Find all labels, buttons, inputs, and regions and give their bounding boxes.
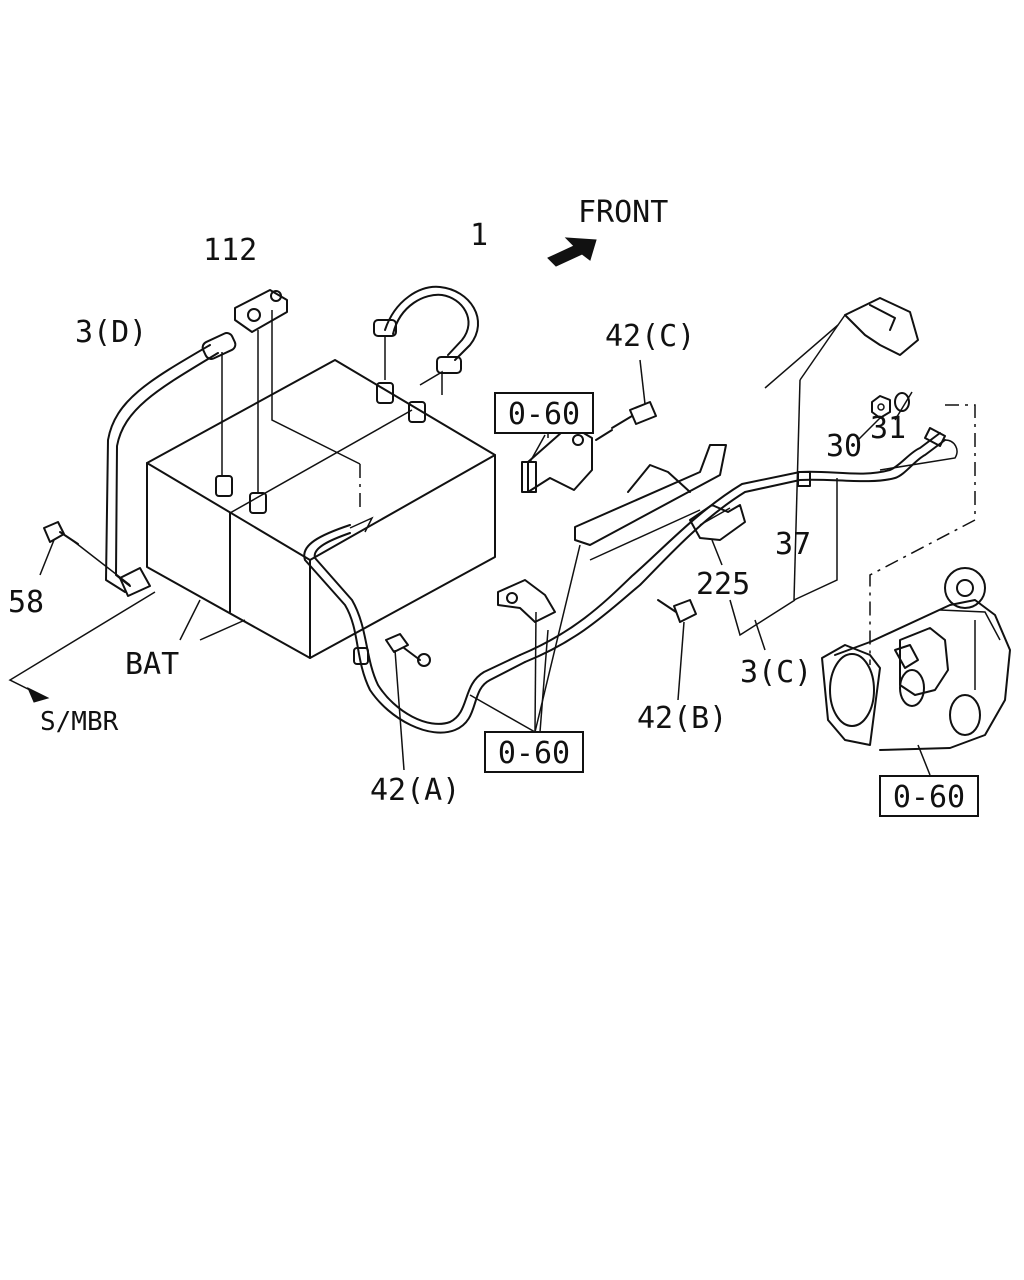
part-31-washer (894, 391, 913, 421)
battery-post (249, 492, 267, 514)
cable-clip (497, 579, 556, 623)
part-30-nut (857, 395, 891, 441)
label-smbr: S/MBR (40, 707, 119, 737)
battery-assembly (146, 359, 496, 659)
ref-box-right[interactable]: 0-60 (879, 775, 979, 817)
part-3d-cable (105, 332, 237, 597)
ref-box-top-text: 0-60 (508, 397, 580, 432)
ref-box-center-text: 0-60 (498, 736, 570, 771)
part-1-jumper-cable (373, 285, 480, 395)
starter-motor (821, 567, 1011, 776)
part-42a-bolt (385, 633, 431, 771)
battery-post (215, 475, 233, 497)
label-part-112: 112 (203, 233, 257, 268)
part-58-bolt (39, 521, 131, 586)
label-part-3d: 3(D) (75, 315, 147, 350)
label-part-1: 1 (470, 218, 488, 253)
label-part-37: 37 (775, 527, 811, 562)
label-part-58: 58 (8, 585, 44, 620)
part-225-connector (689, 504, 746, 566)
part-42b-bolt (657, 599, 697, 701)
part-112-terminal-clamp (234, 289, 361, 492)
label-bat: BAT (125, 647, 179, 682)
part-37-terminal-cover (764, 297, 919, 601)
part-42c-bolt (611, 359, 657, 429)
negative-ground-cable (303, 516, 526, 734)
label-part-31: 31 (870, 411, 906, 446)
label-part-3c: 3(C) (740, 655, 812, 690)
label-part-42a: 42(A) (370, 773, 460, 808)
battery-post (376, 382, 394, 404)
mounting-bracket-lower (574, 444, 727, 561)
label-part-42b: 42(B) (637, 701, 727, 736)
label-part-225: 225 (696, 567, 750, 602)
smbr-reference-arrow (8, 591, 156, 703)
label-part-42c: 42(C) (605, 319, 695, 354)
battery-post (408, 401, 426, 423)
label-part-30: 30 (826, 429, 862, 464)
ref-box-center[interactable]: 0-60 (484, 731, 584, 773)
ref-box-right-text: 0-60 (893, 780, 965, 815)
ref-box-top[interactable]: 0-60 (494, 392, 594, 434)
front-label: FRONT (578, 195, 668, 230)
mounting-bracket-upper (521, 424, 613, 493)
part-3c-main-cable (519, 427, 958, 663)
front-direction-arrow (547, 237, 597, 267)
